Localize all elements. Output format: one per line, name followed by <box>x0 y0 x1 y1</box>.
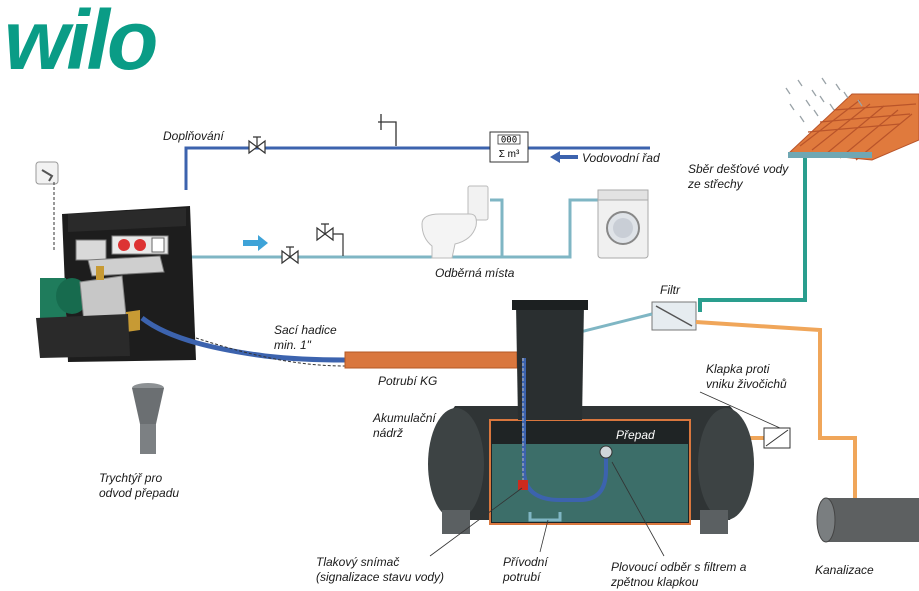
valve-icon <box>316 223 344 256</box>
vent-pipe <box>378 114 397 146</box>
wilo-logo: wilo <box>4 0 158 87</box>
kg-pipe-label: Potrubí KG <box>378 374 438 388</box>
filter-label: Filtr <box>660 283 680 297</box>
sewer-pipe <box>816 497 919 543</box>
consumers-line <box>160 198 610 259</box>
sensor-cable <box>195 337 346 367</box>
leader-lines <box>429 391 781 557</box>
filter-icon <box>651 301 697 331</box>
overflow-label: Přepad <box>616 428 655 442</box>
valve-icon <box>281 246 299 265</box>
refill-valve-icon <box>248 136 266 155</box>
funnel-icon <box>132 383 164 454</box>
roof-tiles-icon <box>788 93 919 161</box>
flow-arrow <box>243 235 268 251</box>
overflow-flap-label: Klapka proti vniku živočichů <box>706 362 787 391</box>
inlet-pipe-label: Přívodní potrubí <box>503 555 548 584</box>
rain-drops-icon <box>785 77 863 123</box>
pressure-sensor-label: Tlakový snímač (signalizace stavu vody) <box>316 555 445 584</box>
tank-label: Akumulační nádrž <box>373 411 436 440</box>
refill-line <box>184 146 650 190</box>
water-meter-icon: 000 Σ m³ <box>489 131 529 163</box>
consumers-label: Odběrná místa <box>435 266 515 280</box>
water-main-label: Vodovodní řad <box>582 151 660 165</box>
washing-machine-icon <box>597 189 649 259</box>
sewer-label: Kanalizace <box>815 563 874 577</box>
flap-valve-icon <box>763 427 791 449</box>
kg-pipe <box>344 351 518 369</box>
funnel-label: Trychtýř pro odvod přepadu <box>99 471 180 500</box>
rain-collect-label: Sběr dešťové vody ze střechy <box>688 162 789 191</box>
downpipe <box>698 158 807 312</box>
meter-digits: 000 <box>501 136 517 146</box>
power-socket-icon <box>35 161 59 250</box>
tank-icon <box>428 300 754 534</box>
water-main-arrow <box>550 151 578 163</box>
floating-intake-label: Plovoucí odběr s filtrem a zpětnou klapk… <box>611 560 747 589</box>
refill-label: Doplňování <box>163 129 224 143</box>
meter-sum-label: Σ m³ <box>499 149 520 160</box>
pump-unit-icon <box>36 206 196 362</box>
suction-hose-label: Sací hadice min. 1" <box>274 323 337 352</box>
toilet-icon <box>421 185 489 259</box>
